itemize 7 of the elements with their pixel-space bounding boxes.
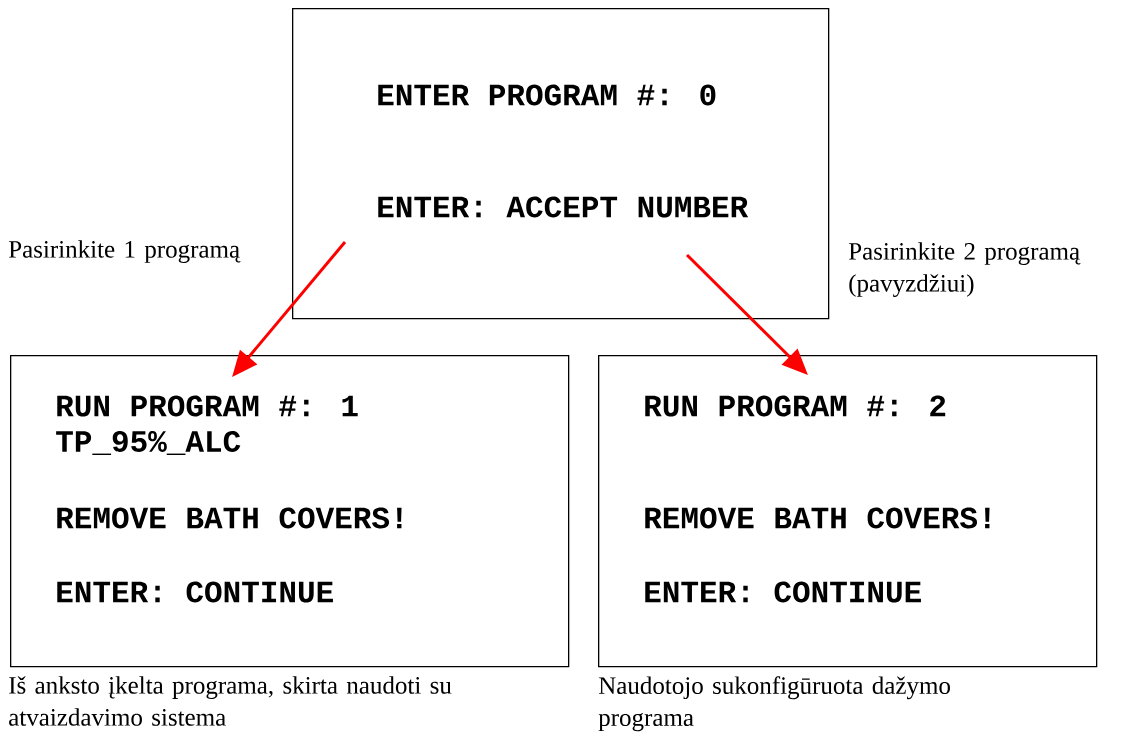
edge-label: Pasirinkite 2 programą (pavyzdžiui) bbox=[848, 242, 1081, 297]
edge-label: Pasirinkite 1 programą bbox=[8, 240, 241, 263]
caption-text: Iš anksto įkelta programa, skirta naudoti su atvaizdavimo sistema bbox=[9, 676, 452, 726]
display-box: RUN PROGRAM #: 2 REMOVE BATH COVERS! ENTER: CONTINUE bbox=[598, 355, 1098, 668]
display-box: ENTER PROGRAM #: 0 ENTER: ACCEPT NUMBER bbox=[292, 8, 830, 320]
caption-text: Naudotojo sukonfigūruota dažymo programa bbox=[598, 676, 950, 732]
display-box: RUN PROGRAM #: 1 TP_95%_ALC REMOVE BATH COVERS! ENTER: CONTINUE bbox=[10, 355, 570, 668]
